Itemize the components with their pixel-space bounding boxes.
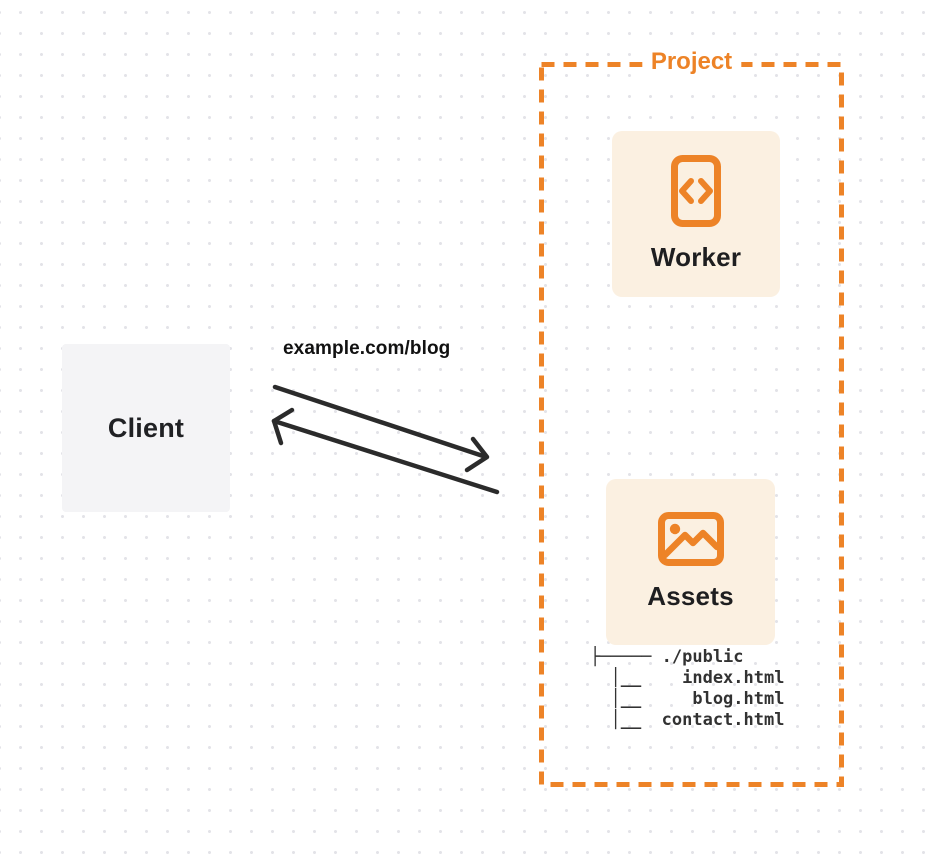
request-response-arrows (271, 384, 500, 495)
client-node: Client (62, 344, 230, 512)
worker-label: Worker (650, 242, 742, 272)
file-tree-item-contact: │__ contact.html (590, 710, 785, 730)
image-icon (657, 512, 724, 566)
project-container: Project Worker Assets ├───── ./public │_… (539, 47, 844, 787)
code-document-icon (671, 155, 721, 227)
file-tree-root: ├───── ./public (590, 647, 744, 667)
response-arrow (271, 407, 500, 495)
project-dashed-border (539, 62, 844, 787)
assets-node: Assets (606, 479, 775, 645)
file-tree: ├───── ./public │__ index.html │__ blog.… (590, 647, 784, 731)
request-url-label: example.com/blog (283, 338, 451, 359)
assets-label: Assets (647, 581, 734, 611)
client-label: Client (107, 412, 185, 443)
file-tree-item-blog: │__ blog.html (590, 689, 785, 709)
worker-node: Worker (612, 131, 780, 297)
project-label: Project (641, 47, 742, 77)
request-arrow (272, 384, 490, 473)
file-tree-item-index: │__ index.html (590, 668, 785, 688)
